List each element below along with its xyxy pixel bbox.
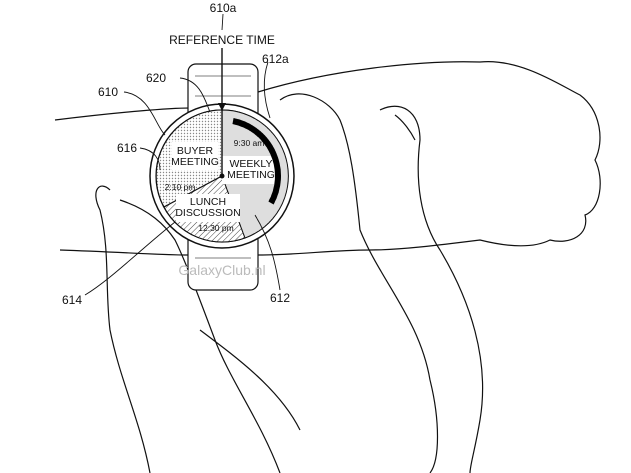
label-612: 612: [270, 291, 290, 305]
weekly-meeting-line2: MEETING: [227, 169, 275, 181]
label-620: 620: [146, 71, 166, 85]
weekly-meeting-line1: WEEKLY: [230, 158, 273, 170]
label-616: 616: [117, 141, 137, 155]
label-612a: 612a: [262, 52, 289, 66]
time-930: 9:30 am: [234, 138, 265, 148]
leader-lines: [84, 13, 281, 296]
watch-face: [149, 48, 295, 249]
time-1230: 12:30 pm: [198, 223, 233, 233]
label-610a: 610a: [210, 1, 237, 15]
lunch-line1: LUNCH: [190, 196, 226, 208]
buyer-meeting-line2: MEETING: [171, 156, 219, 168]
time-210: 2:10 pm: [165, 182, 196, 192]
watermark: GalaxyClub.nl: [178, 262, 265, 278]
reference-time-label: REFERENCE TIME: [169, 33, 275, 47]
label-610: 610: [98, 85, 118, 99]
label-614: 614: [62, 293, 82, 307]
lunch-line2: DISCUSSION: [175, 207, 240, 219]
progress-arc: [232, 118, 281, 205]
arm-and-hands: [54, 61, 601, 473]
buyer-meeting-line1: BUYER: [177, 145, 214, 157]
